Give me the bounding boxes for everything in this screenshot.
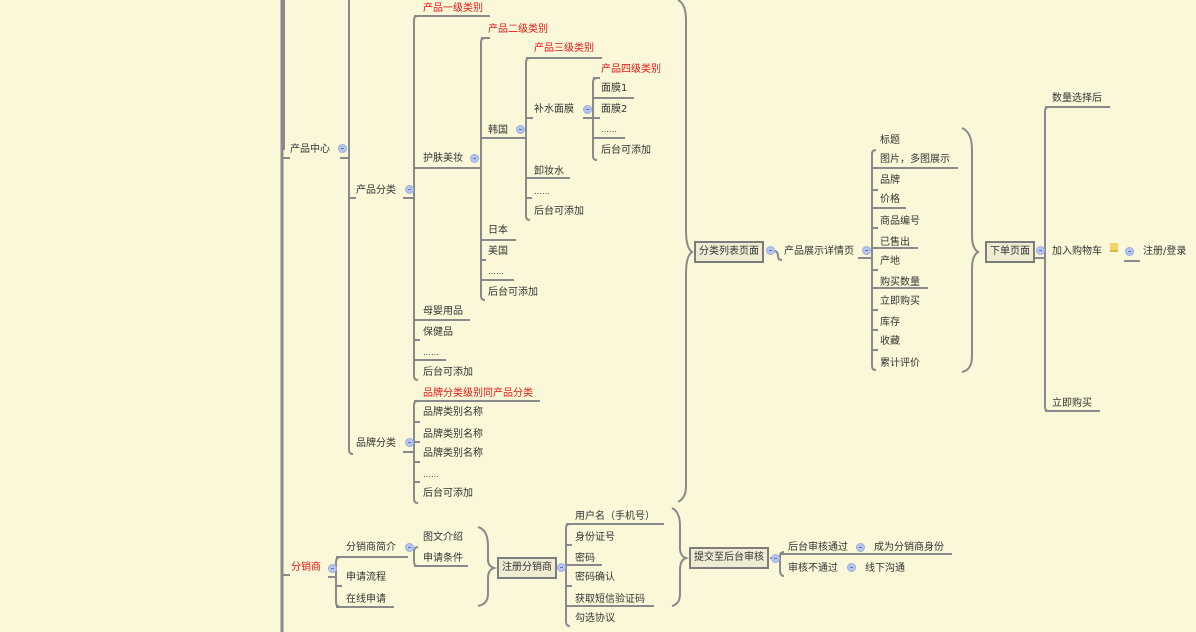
node-offline-communication[interactable]: 线下沟通	[865, 563, 905, 574]
collapse-toggle-icon[interactable]	[771, 554, 780, 563]
node-level2-header[interactable]: 产品二级类别	[488, 24, 548, 35]
collapse-toggle-icon[interactable]	[405, 543, 414, 552]
collapse-toggle-icon[interactable]	[516, 125, 525, 134]
node-level1-header[interactable]: 产品一级类别	[423, 3, 483, 14]
collapse-toggle-icon[interactable]	[405, 185, 414, 194]
collapse-toggle-icon[interactable]	[405, 438, 414, 447]
node-order-page[interactable]: 下单页面	[985, 241, 1035, 263]
list-item[interactable]: 申请条件	[423, 553, 463, 564]
collapse-toggle-icon[interactable]	[557, 563, 566, 572]
node-product-center[interactable]: 产品中心	[290, 144, 330, 155]
list-item[interactable]: 商品编号	[880, 216, 920, 227]
list-item[interactable]: 标题	[880, 135, 900, 146]
list-item[interactable]: 后台可添加	[488, 287, 538, 298]
list-item[interactable]: 日本	[488, 225, 508, 236]
node-buy-now[interactable]: 立即购买	[1052, 398, 1092, 409]
note-icon[interactable]	[1110, 243, 1118, 252]
collapse-toggle-icon[interactable]	[1125, 247, 1134, 256]
list-item[interactable]: ……	[488, 267, 504, 276]
list-item[interactable]: 母婴用品	[423, 306, 463, 317]
list-item[interactable]: 购买数量	[880, 277, 920, 288]
node-review-approved[interactable]: 后台审核通过	[788, 542, 848, 553]
list-item[interactable]: 面膜2	[601, 104, 628, 115]
list-item[interactable]: 库存	[880, 317, 900, 328]
node-distributor-intro[interactable]: 分销商简介	[346, 542, 396, 553]
list-item[interactable]: 品牌类别名称	[423, 448, 483, 459]
node-brand-category[interactable]: 品牌分类	[356, 438, 396, 449]
node-review-rejected[interactable]: 审核不通过	[788, 563, 838, 574]
list-item[interactable]: 立即购买	[880, 296, 920, 307]
node-register-distributor[interactable]: 注册分销商	[497, 557, 557, 579]
node-after-quantity[interactable]: 数量选择后	[1052, 93, 1102, 104]
list-item[interactable]: 美国	[488, 246, 508, 257]
list-item[interactable]: 收藏	[880, 336, 900, 347]
node-apply-process[interactable]: 申请流程	[346, 572, 386, 583]
list-item[interactable]: ……	[534, 187, 550, 196]
list-item[interactable]: 品牌类别名称	[423, 429, 483, 440]
list-item[interactable]: 密码	[575, 553, 595, 564]
list-item[interactable]: 价格	[880, 194, 900, 205]
list-item[interactable]: 密码确认	[575, 572, 615, 583]
list-item[interactable]: 后台可添加	[534, 206, 584, 217]
collapse-toggle-icon[interactable]	[847, 563, 856, 572]
list-item[interactable]: 保健品	[423, 327, 453, 338]
list-item[interactable]: 后台可添加	[423, 488, 473, 499]
node-become-distributor[interactable]: 成为分销商身份	[874, 542, 944, 553]
collapse-toggle-icon[interactable]	[862, 246, 871, 255]
node-skincare[interactable]: 护肤美妆	[423, 153, 463, 164]
node-level3-header[interactable]: 产品三级类别	[534, 43, 594, 54]
collapse-toggle-icon[interactable]	[856, 543, 865, 552]
node-distributor[interactable]: 分销商	[291, 562, 321, 573]
node-detail-page[interactable]: 产品展示详情页	[784, 246, 854, 257]
list-item[interactable]: 品牌类别名称	[423, 407, 483, 418]
list-item[interactable]: ……	[423, 470, 439, 479]
list-item[interactable]: 后台可添加	[601, 145, 651, 156]
node-add-to-cart[interactable]: 加入购物车	[1052, 246, 1102, 257]
node-online-apply[interactable]: 在线申请	[346, 594, 386, 605]
node-brand-header[interactable]: 品牌分类级别同产品分类	[423, 388, 533, 399]
list-item[interactable]: 后台可添加	[423, 367, 473, 378]
collapse-toggle-icon[interactable]	[766, 246, 775, 255]
collapse-toggle-icon[interactable]	[583, 105, 592, 114]
list-item[interactable]: 勾选协议	[575, 613, 615, 624]
collapse-toggle-icon[interactable]	[328, 564, 337, 573]
list-item[interactable]: 累计评价	[880, 358, 920, 369]
collapse-toggle-icon[interactable]	[470, 154, 479, 163]
list-item[interactable]: 面膜1	[601, 83, 628, 94]
list-item[interactable]: 卸妆水	[534, 166, 564, 177]
list-item[interactable]: 身份证号	[575, 532, 615, 543]
collapse-toggle-icon[interactable]	[1036, 246, 1045, 255]
node-korea[interactable]: 韩国	[488, 125, 508, 136]
list-item[interactable]: 用户名（手机号）	[575, 511, 655, 522]
node-level4-header[interactable]: 产品四级类别	[601, 64, 661, 75]
list-item[interactable]: ……	[601, 125, 617, 134]
collapse-toggle-icon[interactable]	[338, 144, 347, 153]
list-item[interactable]: 图文介绍	[423, 532, 463, 543]
node-hydrating-mask[interactable]: 补水面膜	[534, 104, 574, 115]
node-product-category[interactable]: 产品分类	[356, 185, 396, 196]
list-item[interactable]: 已售出	[880, 237, 910, 248]
list-item[interactable]: 产地	[880, 256, 900, 267]
node-submit-review[interactable]: 提交至后台审核	[689, 547, 769, 569]
node-register-login[interactable]: 注册/登录	[1143, 246, 1187, 257]
node-category-list-page[interactable]: 分类列表页面	[694, 241, 764, 263]
list-item[interactable]: ……	[423, 348, 439, 357]
list-item[interactable]: 获取短信验证码	[575, 594, 645, 605]
list-item[interactable]: 图片，多图展示	[880, 154, 950, 165]
list-item[interactable]: 品牌	[880, 175, 900, 186]
